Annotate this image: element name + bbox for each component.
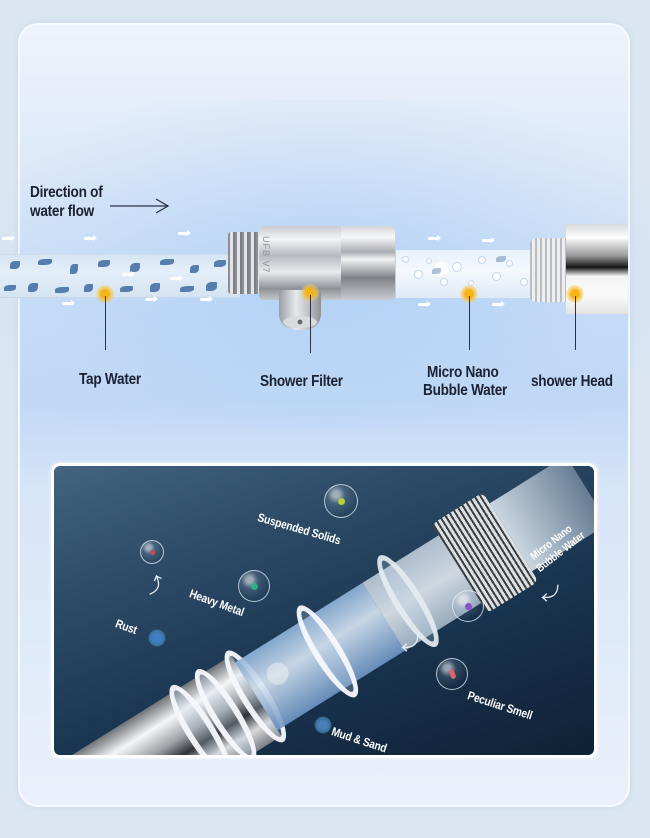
suspended-solids-bubble (324, 484, 358, 518)
filtration-exploded-panel: ⤴ ⤵ ⤵ Suspended Solids Heavy Metal Rust … (51, 463, 597, 758)
flow-arrow-icon (145, 296, 158, 302)
flow-arrow-icon (482, 237, 495, 243)
shower-head-marker-dot (566, 285, 584, 303)
label-heavy-metal: Heavy Metal (187, 586, 247, 620)
nano-bubble-leader-line (469, 296, 470, 350)
label-suspended-solids: Suspended Solids (256, 510, 343, 548)
nano-bubble-marker-dot (460, 285, 478, 303)
stage-label-shower-filter: Shower Filter (260, 373, 343, 390)
shower-head-leader-line (575, 296, 576, 350)
mud-sand-particle (314, 716, 332, 734)
tap-water-marker-dot (96, 285, 114, 303)
flow-arrow-icon (178, 230, 191, 236)
flow-arrow-icon (492, 301, 505, 307)
label-mud-sand: Mud & Sand (329, 724, 389, 756)
tap-water-pipe (0, 254, 240, 298)
stage-label-nano-bubble-line1: Micro Nano (427, 364, 499, 381)
curved-down-arrow-icon: ⤵ (539, 584, 559, 602)
contaminant-bubble (140, 540, 164, 564)
flow-arrow-icon (428, 235, 441, 241)
stage-label-nano-bubble-line2: Bubble Water (423, 382, 508, 399)
flow-arrow-icon (62, 300, 75, 306)
filter-model-marking: UFB V7 (261, 236, 271, 274)
purple-contaminant-bubble (452, 590, 484, 622)
stage-label-shower-head: shower Head (531, 373, 613, 390)
shower-filter-leader-line (310, 295, 311, 353)
shower-filter-marker-dot (301, 284, 319, 302)
flow-arrow-icon (2, 235, 15, 241)
shower-filter-cap (341, 226, 395, 300)
label-rust: Rust (113, 616, 140, 638)
tap-water-leader-line (105, 296, 106, 350)
right-arrow-icon (110, 198, 170, 214)
stage-label-tap-water: Tap Water (79, 371, 141, 388)
rust-particle (148, 629, 166, 647)
shower-filter-body (259, 226, 341, 300)
contaminant-particle (337, 497, 345, 505)
peculiar-smell-bubble (436, 658, 468, 690)
flow-arrow-icon (418, 301, 431, 307)
shower-head-thread (530, 238, 570, 302)
direction-label-line1: Direction of (30, 184, 103, 201)
flow-arrow-icon (200, 296, 213, 302)
curved-up-arrow-icon: ⤴ (143, 572, 167, 598)
heavy-metal-bubble (238, 570, 270, 602)
curved-down-arrow-icon: ⤵ (399, 634, 419, 652)
filter-inlet-thread (228, 232, 262, 294)
direction-label-line2: water flow (30, 203, 94, 220)
flow-arrow-icon (84, 235, 97, 241)
label-peculiar-smell: Peculiar Smell (465, 688, 535, 723)
